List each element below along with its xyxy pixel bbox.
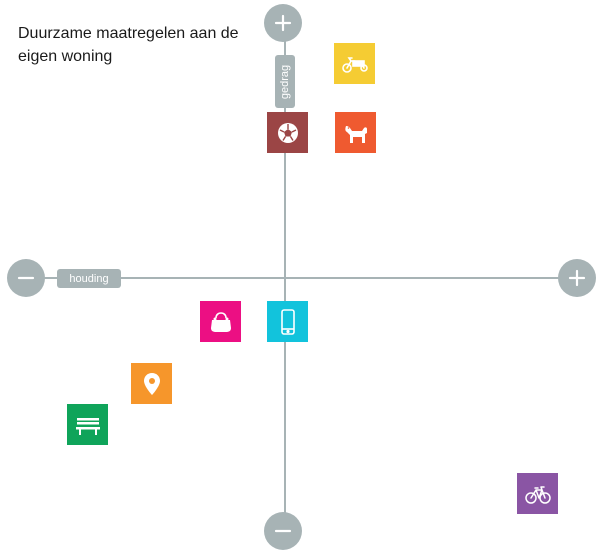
houding-axis-label: houding — [57, 269, 121, 288]
smartphone-tile[interactable] — [267, 301, 308, 342]
horizontal-axis — [27, 277, 577, 279]
soccer-ball-icon — [277, 122, 298, 143]
gedrag-axis-label: gedrag — [275, 55, 295, 108]
bicycle-tile[interactable] — [517, 473, 558, 514]
horizontal-plus-button[interactable] — [558, 259, 596, 297]
purse-icon — [210, 311, 231, 332]
vertical-plus-button[interactable] — [264, 4, 302, 42]
horizontal-minus-button[interactable] — [7, 259, 45, 297]
park-bench-tile[interactable] — [67, 404, 108, 445]
plus-icon — [274, 14, 292, 32]
soccer-ball-tile[interactable] — [267, 112, 308, 153]
bicycle-icon — [524, 485, 551, 504]
minus-icon — [274, 529, 292, 533]
vertical-minus-button[interactable] — [264, 512, 302, 550]
minus-icon — [17, 276, 35, 280]
location-pin-icon — [143, 372, 160, 395]
dog-icon — [344, 125, 367, 143]
page-title: Duurzame maatregelen aan de eigen woning — [18, 25, 239, 65]
smartphone-icon — [280, 308, 295, 335]
location-pin-tile[interactable] — [131, 363, 172, 404]
purse-tile[interactable] — [200, 301, 241, 342]
cargo-bike-tile[interactable] — [334, 43, 375, 84]
cargo-bike-icon — [341, 56, 368, 73]
park-bench-icon — [75, 417, 100, 435]
plus-icon — [568, 269, 586, 287]
dog-tile[interactable] — [335, 112, 376, 153]
